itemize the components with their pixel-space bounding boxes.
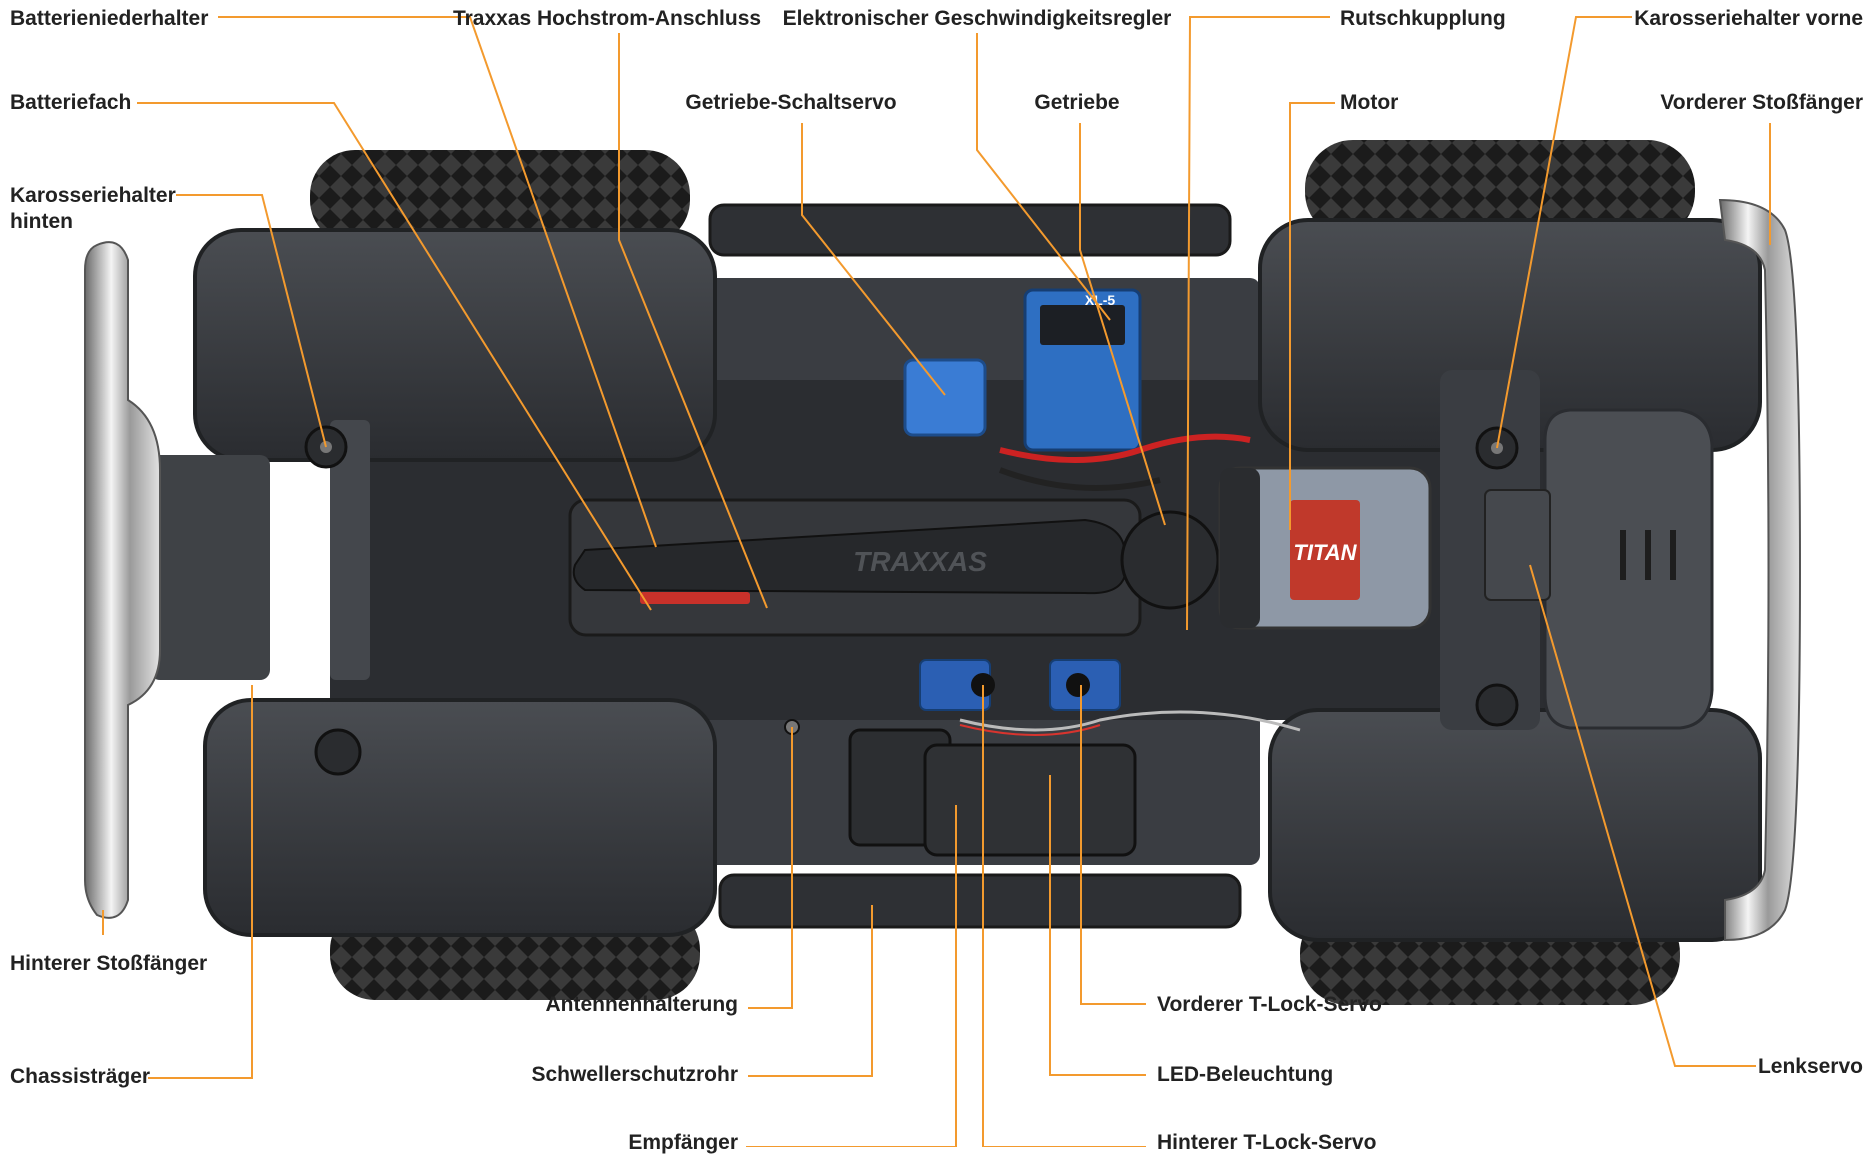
label-esc: Elektronischer Geschwindigkeitsregler: [782, 7, 1172, 30]
rock-slider-bottom: [718, 873, 1242, 929]
label-battery-compartment: Batteriefach: [10, 91, 132, 114]
tire-rear-left: [310, 150, 690, 245]
slipper-clutch-body: [1120, 510, 1220, 610]
leader-esc: [976, 33, 1111, 321]
label-front-tlock: Vorderer T-Lock-Servo: [1157, 993, 1382, 1016]
leader-motor: [1289, 102, 1335, 530]
rock-slider-top: [708, 203, 1232, 257]
leader-rock-slider: [748, 905, 873, 1077]
leader-battery-compartment: [137, 102, 652, 611]
fender-front-right: [1268, 708, 1762, 942]
tire-front-left: [1305, 140, 1695, 240]
leader-front-tlock: [1080, 685, 1146, 1005]
skid-plate-logo: TRAXXAS: [853, 546, 987, 577]
fender-rear-right: [203, 698, 717, 937]
fender-rear-left: [193, 228, 717, 462]
label-traxxas-connector: Traxxas Hochstrom-Anschluss: [452, 7, 762, 30]
leader-transmission: [1079, 123, 1166, 526]
label-receiver: Empfänger: [628, 1131, 738, 1154]
leader-body-mount-front: [1496, 16, 1632, 449]
leader-slipper-clutch: [1186, 16, 1330, 631]
rear-bumper: [84, 241, 161, 919]
label-transmission: Getriebe: [1034, 91, 1120, 114]
motor-brand: TITAN: [1293, 540, 1357, 565]
leader-traxxas-connector: [618, 33, 768, 609]
label-led-lighting: LED-Beleuchtung: [1157, 1063, 1334, 1086]
leader-led-lighting: [1049, 775, 1146, 1076]
label-motor: Motor: [1340, 91, 1399, 114]
leader-antenna-mount: [748, 727, 793, 1009]
led-box: [923, 743, 1137, 857]
label-antenna-mount: Antennenhalterung: [545, 993, 739, 1016]
leader-rear-tlock: [982, 685, 1146, 1147]
label-rear-bumper: Hinterer Stoßfänger: [10, 952, 208, 975]
leader-chassis-rail: [148, 685, 253, 1079]
battery-pack: [640, 592, 750, 604]
leader-lines: [102, 16, 1771, 1147]
label-steering-servo: Lenkservo: [1757, 1055, 1863, 1078]
label-rear-tlock: Hinterer T-Lock-Servo: [1157, 1131, 1377, 1154]
label-body-mount-rear: Karosseriehalter hinten: [10, 184, 176, 233]
rear-frame: [150, 455, 270, 680]
leader-steering-servo: [1529, 564, 1756, 1067]
leader-battery-hold-down: [218, 16, 657, 548]
steering-servo-body: [1484, 489, 1551, 601]
label-slipper-clutch: Rutschkupplung: [1340, 7, 1506, 30]
battery-hold-down-bar: [572, 518, 1126, 595]
label-body-mount-front: Karosseriehalter vorne: [1634, 7, 1863, 30]
label-chassis-rail: Chassisträger: [10, 1065, 151, 1088]
front-skid-plate: [1543, 408, 1714, 730]
leader-body-mount-rear: [176, 194, 327, 448]
label-rock-slider: Schwellerschutzrohr: [531, 1063, 738, 1086]
label-front-bumper: Vorderer Stoßfänger: [1660, 91, 1863, 114]
leader-receiver: [746, 805, 957, 1147]
label-battery-hold-down: Batterieniederhalter: [10, 7, 209, 30]
label-shift-servo: Getriebe-Schaltservo: [685, 91, 897, 114]
shift-servo-body: [903, 358, 987, 437]
leader-shift-servo: [801, 123, 946, 396]
front-bumper: [1718, 198, 1802, 942]
